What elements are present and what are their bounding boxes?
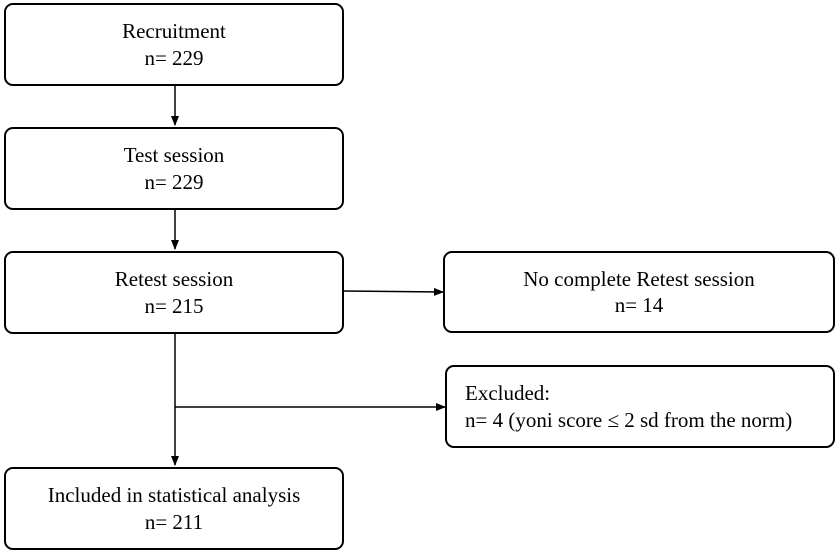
no-complete-retest-title: No complete Retest session <box>523 266 755 291</box>
retest-session-count: n= 215 <box>144 293 204 318</box>
test-session-count: n= 229 <box>144 169 204 194</box>
no-complete-retest-count: n= 14 <box>614 293 664 317</box>
included-box: Included in statistical analysis n= 211 <box>4 467 344 550</box>
retest-session-title: Retest session <box>114 267 234 292</box>
recruitment-count: n= 229 <box>144 45 204 70</box>
recruitment-box: Recruitment n= 229 <box>4 3 344 86</box>
included-count: n= 211 <box>144 509 204 534</box>
excluded-box: Excluded: n= 4 (yoni score ≤ 2 sd from t… <box>445 365 835 448</box>
recruitment-title: Recruitment <box>122 19 226 44</box>
excluded-title: Excluded: <box>465 381 551 406</box>
test-session-box: Test session n= 229 <box>4 127 344 210</box>
included-title: Included in statistical analysis <box>47 483 301 508</box>
excluded-count: n= 4 (yoni score ≤ 2 sd from the norm) <box>465 407 793 432</box>
test-session-title: Test session <box>123 143 225 168</box>
no-complete-retest-box: No complete Retest session n= 14 <box>443 251 835 333</box>
retest-session-box: Retest session n= 215 <box>4 251 344 334</box>
arrow-retest-to-no-complete <box>342 287 444 296</box>
